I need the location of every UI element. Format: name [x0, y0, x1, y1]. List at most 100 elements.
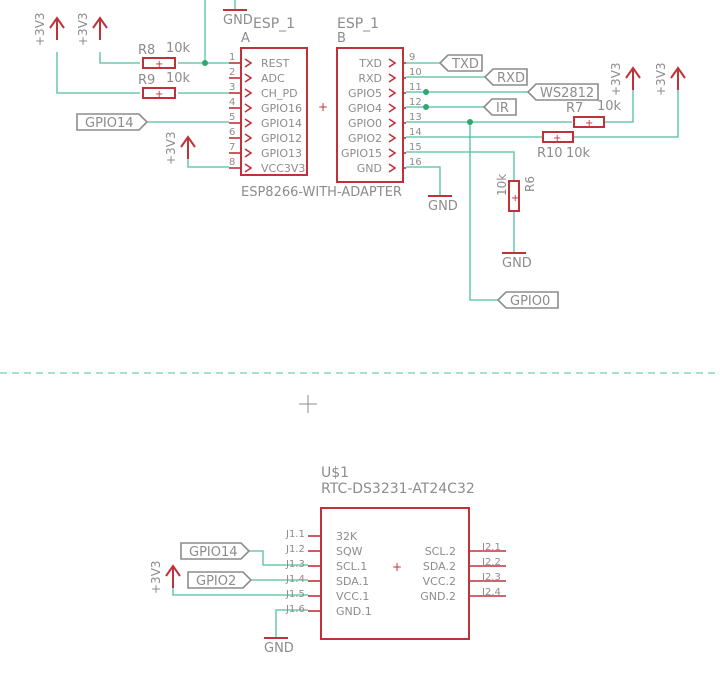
pin-name: VCC3V3	[261, 162, 305, 175]
resistor-r7[interactable]: + R7 10k	[566, 99, 622, 129]
net-label-gpio0[interactable]: GPIO0	[496, 291, 559, 309]
pin-number: 2	[229, 67, 235, 78]
net-label-txd[interactable]: TXD	[438, 54, 483, 72]
pin-number: 9	[409, 52, 415, 63]
resistor-r6[interactable]: + 10k R6	[495, 174, 537, 212]
pin-number: 13	[409, 112, 422, 123]
resistor-r8[interactable]: + R8 10k	[138, 41, 191, 70]
esp-a-origin: +	[318, 100, 328, 114]
junctions	[202, 60, 473, 125]
svg-text:10k: 10k	[495, 174, 509, 196]
esp-b-pin-14[interactable]: GPIO2 14	[348, 127, 422, 145]
svg-text:+3V3: +3V3	[164, 131, 178, 165]
svg-text:+: +	[155, 59, 163, 70]
pin-number: 8	[229, 157, 235, 168]
net-label-gpio14[interactable]: GPIO14	[76, 113, 149, 131]
supply-gnd-r6[interactable]: GND	[502, 252, 532, 271]
svg-text:IR: IR	[496, 101, 509, 116]
resistor-r9[interactable]: + R9 10k	[138, 71, 191, 100]
svg-text:J2.3: J2.3	[481, 572, 501, 583]
svg-text:J1.2: J1.2	[285, 544, 305, 555]
pin-number: 6	[229, 127, 235, 138]
esp-b-gate: B	[337, 31, 346, 46]
net-label-ir[interactable]: IR	[482, 98, 517, 116]
pin-name: GPIO2	[348, 132, 382, 145]
pin-number: 10	[409, 67, 422, 78]
svg-text:GND: GND	[264, 641, 294, 656]
svg-text:R8: R8	[138, 43, 155, 58]
net-label-rxd[interactable]: RXD	[483, 68, 528, 86]
resistor-r10[interactable]: + R10 10k	[537, 131, 591, 161]
supply-gnd-top[interactable]: GND	[223, 9, 253, 28]
net-label-gpio2[interactable]: GPIO2	[187, 571, 253, 589]
supply-3v3-r8[interactable]: +3V3	[76, 12, 108, 46]
pin-number: 3	[229, 82, 235, 93]
esp-b-pin-16[interactable]: GND 16	[357, 157, 422, 175]
svg-text:VCC.2: VCC.2	[423, 575, 456, 588]
svg-text:J1.6: J1.6	[285, 604, 305, 615]
svg-text:SDA.1: SDA.1	[336, 575, 369, 588]
supply-3v3-r10[interactable]: +3V3	[654, 62, 686, 96]
supply-3v3-pin8[interactable]: +3V3	[164, 131, 196, 165]
svg-text:R10: R10	[537, 146, 563, 161]
esp-a-pin-8[interactable]: 8 VCC3V3	[229, 157, 305, 175]
pin-number: 12	[409, 97, 422, 108]
svg-text:10k: 10k	[566, 146, 591, 161]
svg-text:RXD: RXD	[497, 71, 525, 86]
svg-text:WS2812: WS2812	[540, 86, 594, 101]
esp-a-value: ESP8266-WITH-ADAPTER	[241, 185, 402, 200]
svg-text:+: +	[155, 89, 163, 100]
svg-text:SCL.2: SCL.2	[425, 545, 456, 558]
pin-number: 14	[409, 127, 422, 138]
pin-number: 7	[229, 142, 235, 153]
supply-3v3-r9[interactable]: +3V3	[33, 12, 65, 46]
svg-text:+3V3: +3V3	[76, 12, 90, 46]
net-label-gpio14[interactable]: GPIO14	[180, 542, 251, 560]
supply-3v3-r7[interactable]: +3V3	[609, 62, 641, 96]
svg-text:R9: R9	[138, 73, 155, 88]
supply-gnd-esp-b[interactable]: GND	[428, 195, 458, 214]
pin-number: 4	[229, 97, 235, 108]
svg-text:J1.5: J1.5	[285, 589, 305, 600]
pin-number: 16	[409, 157, 422, 168]
esp-b-name: ESP_1	[337, 16, 379, 32]
svg-text:GND: GND	[502, 256, 532, 271]
supply-3v3-rtc[interactable]: +3V3	[149, 560, 181, 594]
svg-text:10k: 10k	[597, 99, 622, 114]
pin-number: 1	[229, 52, 235, 63]
rtc-pin-J2-3[interactable]: J2.3 VCC.2	[423, 572, 506, 588]
svg-text:J2.2: J2.2	[481, 557, 501, 568]
net-label-ws2812[interactable]: WS2812	[526, 83, 599, 101]
esp-a-name: ESP_1	[253, 16, 295, 32]
svg-text:GPIO14: GPIO14	[85, 116, 134, 131]
supply-gnd-rtc[interactable]: GND	[264, 637, 294, 656]
pin-name: GND	[357, 162, 382, 175]
svg-text:+: +	[553, 133, 561, 144]
